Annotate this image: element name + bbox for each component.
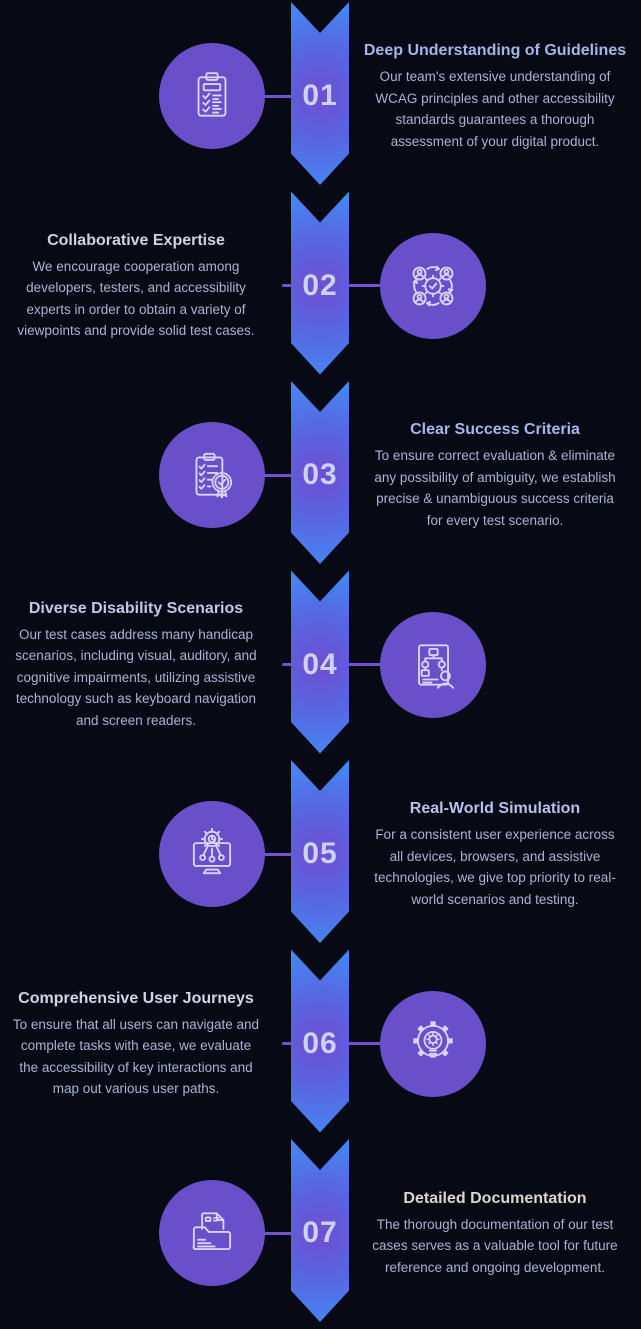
step-1-description: Our team's extensive understanding of WC…: [375, 69, 615, 149]
chevron-segment-6: [291, 949, 349, 1133]
step-3-number: 03: [302, 458, 338, 491]
step-4-number: 04: [302, 647, 338, 681]
step-1: 01 Deep Understanding of Guidelines Our …: [0, 2, 641, 192]
step-2-icon-circle: [380, 232, 486, 339]
step-7-connector-line: [212, 1231, 348, 1235]
step-2-connector-line: [282, 284, 433, 287]
step-4-icon-circle: [380, 611, 486, 718]
step-7-number: 07: [302, 1216, 338, 1249]
clipboard-checklist-icon: [197, 72, 227, 117]
step-4-title: Diverse Disability Scenarios: [28, 599, 244, 617]
step-4-description: Our test cases address many handicap sce…: [15, 626, 257, 728]
chevron-ribbon: [291, 2, 349, 1322]
step-3-text: Clear Success Criteria To ensure correct…: [350, 381, 640, 571]
step-3-title: Clear Success Criteria: [410, 421, 580, 438]
step-5-number: 05: [302, 837, 338, 870]
chevron-segment-7: [291, 1139, 349, 1322]
step-1-number: 01: [302, 79, 338, 112]
flowchart-person-icon: [418, 643, 455, 689]
step-7-title: Detailed Documentation: [403, 1189, 587, 1207]
step-1-text: Deep Understanding of Guidelines Our tea…: [350, 2, 640, 192]
chevron-segment-2: [291, 191, 349, 375]
step-6-description: To ensure that all users can navigate an…: [12, 1016, 260, 1097]
step-5-text: Real-World Simulation For a consistent u…: [350, 760, 640, 950]
step-1-title: Deep Understanding of Guidelines: [363, 42, 627, 59]
step-7-text: Detailed Documentation The thorough docu…: [350, 1139, 640, 1329]
step-6-connector-line: [282, 1042, 433, 1045]
chevron-segment-3: [291, 381, 349, 564]
folder-documents-icon: [192, 1212, 232, 1250]
step-1-connector-line: [212, 94, 348, 98]
certified-checklist-icon: [195, 452, 233, 499]
step-2-title: Collaborative Expertise: [47, 231, 225, 249]
step-7: 07 Detailed Documentation The thorough d…: [0, 1139, 641, 1329]
step-5-connector-line: [212, 852, 348, 856]
step-2-text: Collaborative Expertise We encourage coo…: [0, 192, 272, 382]
step-1-icon-circle: [159, 43, 265, 149]
step-3-description: To ensure correct evaluation & eliminate…: [374, 448, 616, 528]
team-collaboration-icon: [412, 265, 454, 306]
step-4: 04 Diverse Disability Scenarios Our test…: [0, 571, 641, 761]
step-5-title: Real-World Simulation: [409, 800, 581, 817]
monitor-gear-icon: [192, 828, 232, 875]
step-5: 05 Real-World Simulation For a consisten…: [0, 760, 641, 950]
step-6-number: 06: [302, 1026, 338, 1060]
step-2-description: We encourage cooperation among developer…: [17, 258, 255, 339]
step-6: 06 Comprehensive User Journeys To ensure…: [0, 950, 641, 1140]
step-4-connector-line: [282, 663, 433, 666]
step-6-title: Comprehensive User Journeys: [18, 989, 254, 1007]
step-3: 03 Clear Success Criteria To ensure corr…: [0, 381, 641, 571]
gear-lightbulb-icon: [413, 1020, 453, 1058]
step-6-icon-circle: [380, 990, 486, 1097]
step-4-text: Diverse Disability Scenarios Our test ca…: [0, 571, 272, 761]
step-5-icon-circle: [159, 801, 265, 907]
step-2: 02 Collaborative Expertise We encourage …: [0, 192, 641, 382]
step-3-icon-circle: [159, 422, 265, 528]
step-7-icon-circle: [159, 1180, 265, 1286]
step-2-number: 02: [302, 268, 338, 302]
chevron-segment-5: [291, 760, 349, 943]
step-7-description: The thorough documentation of our test c…: [372, 1216, 618, 1275]
chevron-segment-1: [291, 2, 349, 185]
step-6-text: Comprehensive User Journeys To ensure th…: [0, 950, 272, 1140]
chevron-segment-4: [291, 570, 349, 754]
step-3-connector-line: [212, 473, 348, 477]
step-5-description: For a consistent user experience across …: [374, 827, 616, 907]
